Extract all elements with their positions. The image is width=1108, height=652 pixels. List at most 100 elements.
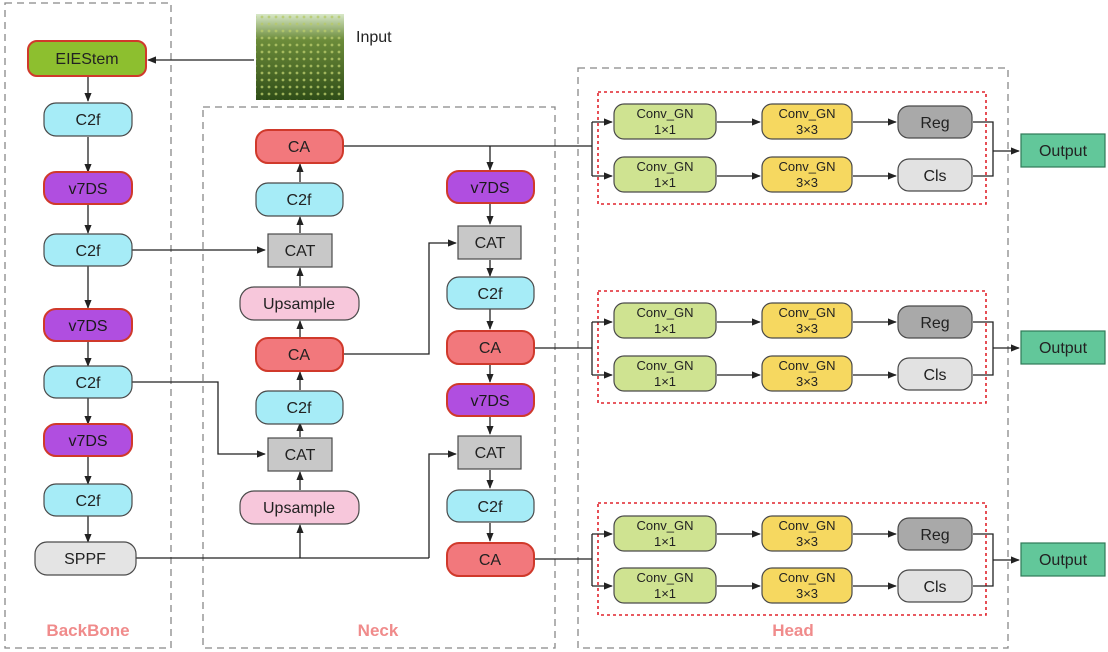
neck-cat-right-top-node: [457, 225, 522, 260]
neck-left-nodes: CA C2f CAT Upsample CA C2f CAT Upsample: [239, 129, 360, 525]
output-node: [1020, 542, 1106, 577]
head-frame: [577, 67, 1009, 649]
neck-v7ds-mid-label: v7DS: [470, 393, 509, 410]
neck-v7ds-mid-node: [446, 383, 535, 417]
v7ds-label-1: v7DS: [68, 181, 107, 198]
reg-node: [897, 305, 973, 339]
head-block-1: Conv_GN 1×1 Conv_GN 1×1 Conv_GN 3×3 Conv…: [613, 103, 1106, 193]
neck-v7ds-top-node: [446, 170, 535, 204]
output-node: [1020, 133, 1106, 168]
conv-gn-kernel: 3×3: [796, 534, 818, 549]
conv-gn-1x1-node: [613, 515, 717, 552]
backbone-frame: [4, 2, 172, 649]
c2f-node-3: [43, 365, 133, 399]
conv-gn-name: Conv_GN: [636, 106, 693, 121]
neck-c2f-top-label: C2f: [287, 192, 312, 209]
c2f-label-2: C2f: [76, 243, 101, 260]
v7ds-node-2: [43, 308, 133, 342]
v7ds-node-1: [43, 171, 133, 205]
input-label: Input: [356, 29, 392, 46]
neck-ca-mid-label: CA: [288, 347, 311, 364]
head-group-2: [597, 290, 987, 404]
conv-gn-kernel: 1×1: [654, 586, 676, 601]
conv-gn-name: Conv_GN: [636, 518, 693, 533]
v7ds-label-2: v7DS: [68, 318, 107, 335]
neck-c2f-right-bottom-node: [446, 489, 535, 523]
eiestem-node: [27, 40, 147, 77]
conv-gn-name: Conv_GN: [636, 570, 693, 585]
conv-gn-3x3-node: [761, 515, 853, 552]
conv-gn-3x3-node: [761, 302, 853, 339]
input-image: [256, 14, 344, 100]
conv-gn-3x3-node: [761, 103, 853, 140]
v7ds-label-3: v7DS: [68, 433, 107, 450]
output-node: [1020, 330, 1106, 365]
head-group-1: [597, 91, 987, 205]
conv-gn-1x1-node: [613, 355, 717, 392]
cls-label: Cls: [923, 168, 946, 185]
head-label: Head: [772, 621, 814, 640]
reg-label: Reg: [920, 115, 949, 132]
conv-gn-name: Conv_GN: [778, 358, 835, 373]
conv-gn-kernel: 1×1: [654, 534, 676, 549]
cls-node: [897, 569, 973, 603]
neck-upsample-top-node: [239, 286, 360, 321]
head-group-3: [597, 502, 987, 616]
conv-gn-1x1-node: [613, 567, 717, 604]
sppf-node: [34, 541, 137, 576]
conv-gn-kernel: 3×3: [796, 374, 818, 389]
neck-v7ds-top-label: v7DS: [470, 180, 509, 197]
eiestem-label: EIEStem: [55, 51, 118, 68]
c2f-node-4: [43, 483, 133, 517]
conv-gn-name: Conv_GN: [778, 570, 835, 585]
conv-gn-3x3-node: [761, 156, 853, 193]
neck-c2f-right-top-label: C2f: [478, 286, 503, 303]
conv-gn-kernel: 1×1: [654, 122, 676, 137]
neck-c2f-right-top-node: [446, 276, 535, 310]
reg-node: [897, 517, 973, 551]
sppf-label: SPPF: [64, 551, 106, 568]
conv-gn-kernel: 1×1: [654, 374, 676, 389]
conv-gn-name: Conv_GN: [636, 159, 693, 174]
neck-c2f-mid-label: C2f: [287, 400, 312, 417]
neck-c2f-right-bottom-label: C2f: [478, 499, 503, 516]
conv-gn-kernel: 3×3: [796, 175, 818, 190]
head-block-2: Conv_GN 1×1 Conv_GN 1×1 Conv_GN 3×3 Conv…: [613, 302, 1106, 392]
neck-ca-right-bottom-label: CA: [479, 552, 502, 569]
c2f-label-1: C2f: [76, 112, 101, 129]
conv-gn-name: Conv_GN: [778, 106, 835, 121]
conv-gn-kernel: 1×1: [654, 175, 676, 190]
neck-upsample-top-label: Upsample: [263, 296, 335, 313]
conv-gn-1x1-node: [613, 156, 717, 193]
neck-upsample-bottom-node: [239, 490, 360, 525]
conv-gn-kernel: 1×1: [654, 321, 676, 336]
conv-gn-name: Conv_GN: [778, 518, 835, 533]
conv-gn-kernel: 3×3: [796, 122, 818, 137]
cls-node: [897, 357, 973, 391]
backbone-label: BackBone: [46, 621, 129, 640]
conv-gn-kernel: 3×3: [796, 321, 818, 336]
neck-ca-right-bottom-node: [446, 542, 535, 577]
neck-ca-top-node: [255, 129, 344, 164]
conv-gn-3x3-node: [761, 567, 853, 604]
cls-label: Cls: [923, 367, 946, 384]
output-label: Output: [1039, 340, 1088, 357]
cls-node: [897, 158, 973, 192]
output-label: Output: [1039, 143, 1088, 160]
conv-gn-1x1-node: [613, 302, 717, 339]
neck-ca-top-label: CA: [288, 139, 311, 156]
neck-right-nodes: v7DS CAT C2f CA v7DS CAT C2f CA: [446, 170, 535, 577]
conv-gn-name: Conv_GN: [778, 159, 835, 174]
conv-gn-name: Conv_GN: [778, 305, 835, 320]
conv-gn-name: Conv_GN: [636, 358, 693, 373]
neck-cat-bottom-node: [267, 437, 333, 472]
neck-ca-right-mid-label: CA: [479, 340, 502, 357]
neck-cat-right-bottom-label: CAT: [475, 445, 506, 462]
neck-c2f-mid-node: [255, 390, 344, 425]
c2f-node-2: [43, 233, 133, 267]
neck-cat-top-label: CAT: [285, 243, 316, 260]
conv-gn-3x3-node: [761, 355, 853, 392]
neck-cat-bottom-label: CAT: [285, 447, 316, 464]
conv-gn-kernel: 3×3: [796, 586, 818, 601]
connectors: [84, 56, 1020, 590]
